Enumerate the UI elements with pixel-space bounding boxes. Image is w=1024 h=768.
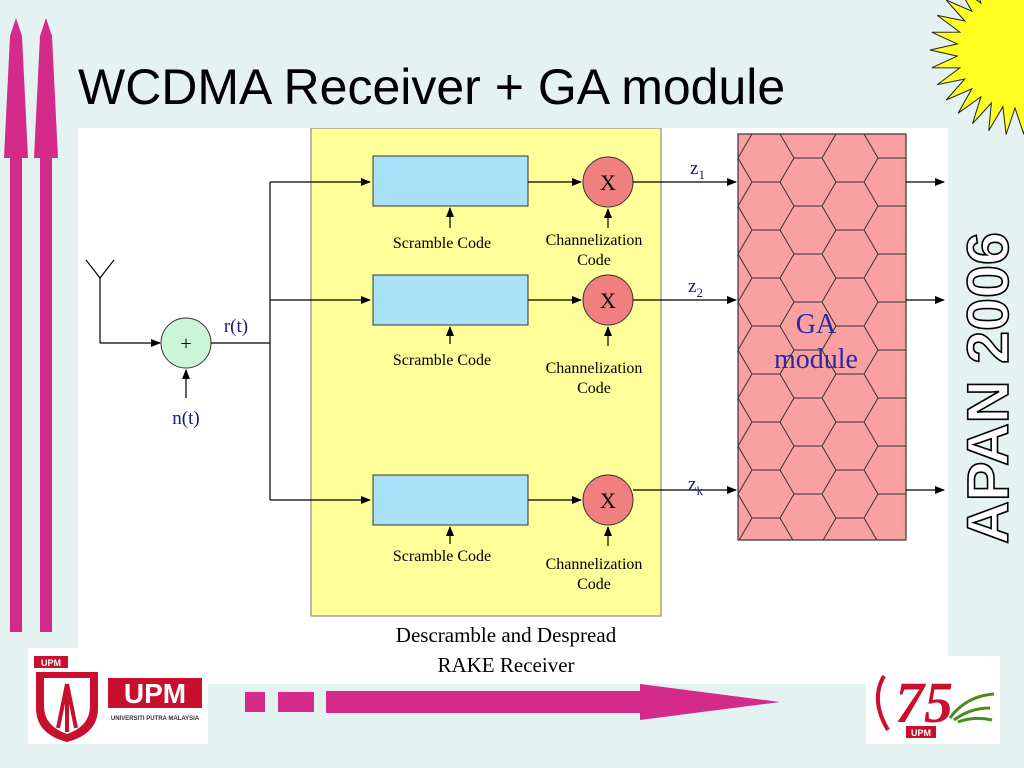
rake-caption-line2: RAKE Receiver: [437, 653, 574, 677]
wcdma-receiver-diagram: + n(t) r(t) Scramble Code X Channelizati…: [78, 128, 948, 684]
decorative-horizontal-arrow: [245, 684, 780, 720]
output-label: z1: [690, 158, 705, 182]
upm-subtext: UNIVERSITI PUTRA MALAYSIA: [111, 716, 200, 722]
multiplier-symbol: X: [600, 288, 616, 313]
ga-module-block: [737, 133, 907, 541]
anniversary-number: 75: [895, 670, 953, 735]
side-label-text: APAN 2006: [956, 232, 1021, 544]
scramble-box: [372, 155, 529, 207]
ga-module-label-line2: module: [774, 344, 858, 375]
antenna-icon: [85, 259, 161, 347]
anniversary-tag: UPM: [911, 728, 931, 738]
rake-finger-1: Scramble Code X Channelization Code z1: [372, 155, 737, 269]
noise-label: n(t): [172, 408, 199, 429]
scramble-code-label: Scramble Code: [393, 352, 491, 369]
multiplier-symbol: X: [600, 488, 616, 513]
rake-finger-k: Scramble Code X Channelization Code zk: [372, 474, 737, 593]
ga-module-label-line1: GA: [796, 309, 837, 340]
rake-caption-line1: Descramble and Despread: [396, 623, 617, 647]
upm-logo: UPM UPM UNIVERSITI PUTRA MALAYSIA: [28, 648, 208, 744]
output-label: zk: [688, 474, 703, 498]
rake-receiver-block: [310, 128, 662, 617]
decorative-vertical-arrows: [4, 18, 58, 632]
scramble-box: [372, 274, 529, 326]
scramble-box: [372, 474, 529, 526]
slide-title: WCDMA Receiver + GA module: [78, 59, 786, 115]
upm-anniversary-logo: 75 UPM: [866, 656, 1000, 744]
multiplier-symbol: X: [600, 170, 616, 195]
scramble-code-label: Scramble Code: [393, 235, 491, 252]
channelization-label-1: Channelization: [546, 232, 643, 249]
adder-symbol: +: [180, 333, 191, 355]
received-signal-label: r(t): [224, 316, 248, 337]
starburst-decoration: [929, 0, 1024, 135]
channelization-label-2: Code: [577, 252, 611, 269]
channelization-label-1: Channelization: [546, 360, 643, 377]
side-label: APAN 2006: [955, 231, 1022, 545]
multiplier-node: [582, 474, 634, 526]
upm-logo-text: UPM: [124, 678, 186, 709]
channelization-label-2: Code: [577, 380, 611, 397]
channelization-label-1: Channelization: [546, 556, 643, 573]
channelization-label-2: Code: [577, 576, 611, 593]
scramble-code-label: Scramble Code: [393, 548, 491, 565]
rake-finger-2: Scramble Code X Channelization Code z2: [372, 274, 737, 397]
upm-small-text: UPM: [41, 658, 61, 668]
output-label: z2: [688, 276, 703, 300]
